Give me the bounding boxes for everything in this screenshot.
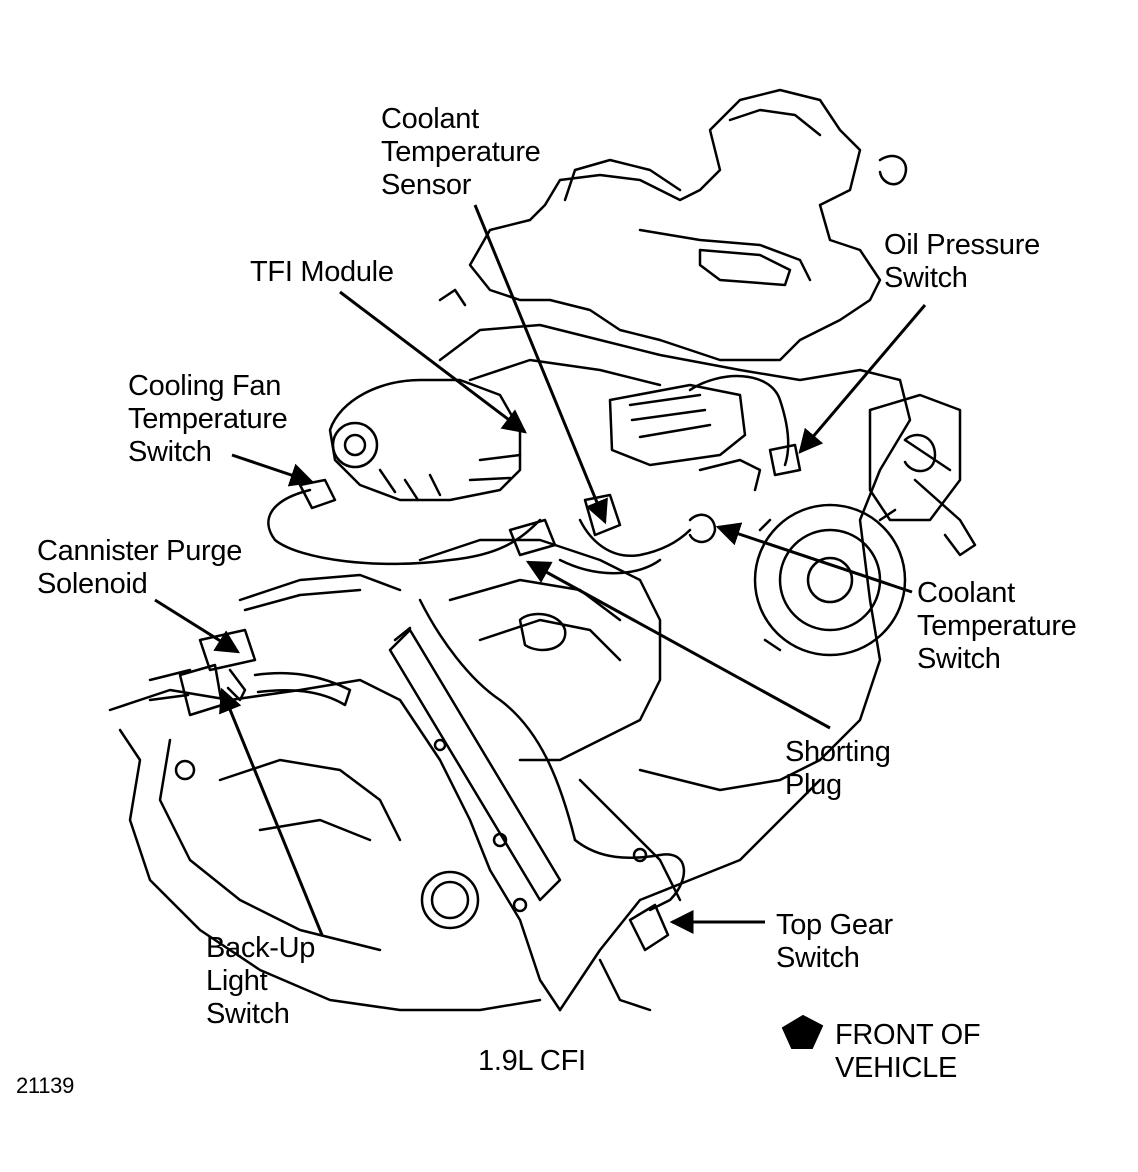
label-top-gear-switch: Top Gear Switch bbox=[776, 909, 893, 975]
label-line: Temperature bbox=[128, 403, 288, 435]
caption-engine: 1.9L CFI bbox=[478, 1045, 586, 1078]
leader-coolant-temp-switch bbox=[715, 522, 913, 594]
label-line: Sensor bbox=[381, 169, 472, 201]
label-line: Temperature bbox=[381, 136, 541, 168]
label-back-up-light-switch: Back-Up Light Switch bbox=[206, 932, 315, 1031]
label-line: Temperature bbox=[917, 610, 1077, 642]
label-line: Plug bbox=[785, 769, 842, 801]
leader-lines bbox=[154, 204, 927, 936]
leader-tfi-module bbox=[339, 290, 527, 434]
label-coolant-temperature-switch: Coolant Temperature Switch bbox=[917, 577, 1077, 676]
label-line: Coolant bbox=[381, 103, 479, 135]
legend-front-of-vehicle: FRONT OF VEHICLE bbox=[835, 1019, 981, 1085]
label-line: Solenoid bbox=[37, 568, 148, 600]
legend-line: VEHICLE bbox=[835, 1052, 957, 1084]
leader-coolant-temp-sensor bbox=[473, 204, 608, 525]
leader-oil-pressure-switch bbox=[798, 304, 927, 454]
label-line: Light bbox=[206, 965, 268, 997]
label-line: Switch bbox=[884, 262, 968, 294]
leader-cooling-fan-temp-switch bbox=[231, 453, 315, 487]
label-line: Cannister Purge bbox=[37, 535, 243, 567]
label-coolant-temperature-sensor: Coolant Temperature Sensor bbox=[381, 103, 541, 202]
engine-line-art bbox=[108, 88, 977, 1012]
leader-backup-light-switch bbox=[219, 687, 324, 936]
label-line: Oil Pressure bbox=[884, 229, 1040, 261]
legend-line: FRONT OF bbox=[835, 1019, 981, 1051]
label-line: Switch bbox=[917, 643, 1001, 675]
caption-text: 1.9L CFI bbox=[478, 1045, 586, 1077]
label-cannister-purge-solenoid: Cannister Purge Solenoid bbox=[37, 535, 242, 601]
label-line: Coolant bbox=[917, 577, 1015, 609]
figure-number: 21139 bbox=[16, 1073, 74, 1099]
leader-cannister-purge-solenoid bbox=[154, 598, 241, 654]
label-line: Back-Up bbox=[206, 932, 316, 964]
label-line: Top Gear bbox=[776, 909, 893, 941]
label-line: TFI Module bbox=[250, 256, 394, 288]
label-line: Switch bbox=[128, 436, 212, 468]
figure-number-text: 21139 bbox=[16, 1073, 75, 1098]
label-shorting-plug: Shorting Plug bbox=[785, 736, 891, 802]
label-line: Switch bbox=[776, 942, 860, 974]
label-line: Shorting bbox=[785, 736, 891, 768]
label-oil-pressure-switch: Oil Pressure Switch bbox=[884, 229, 1040, 295]
label-line: Cooling Fan bbox=[128, 370, 282, 402]
leader-shorting-plug bbox=[525, 560, 831, 730]
front-of-vehicle-icon bbox=[781, 1014, 824, 1049]
label-line: Switch bbox=[206, 998, 290, 1030]
label-tfi-module: TFI Module bbox=[250, 256, 394, 289]
label-cooling-fan-temperature-switch: Cooling Fan Temperature Switch bbox=[128, 370, 288, 469]
